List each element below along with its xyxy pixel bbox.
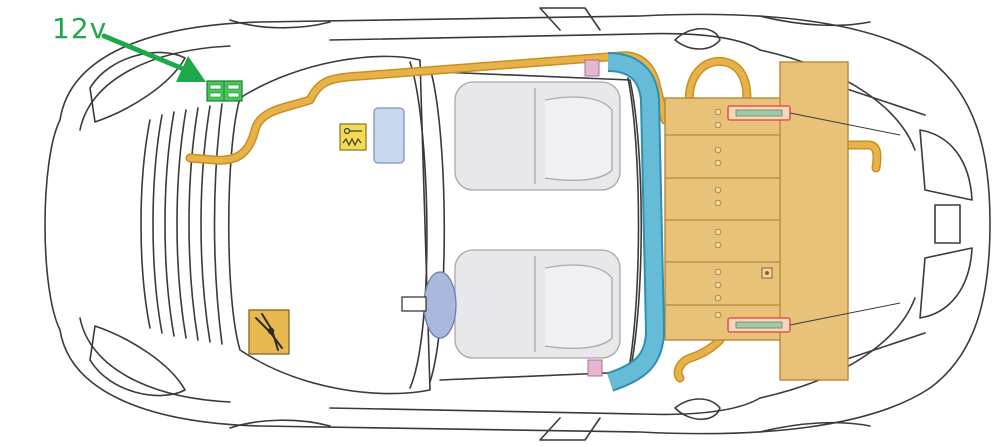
front-blue-panel: [373, 107, 405, 164]
seats: [401, 81, 621, 359]
rear-cover-line-2: [759, 297, 916, 399]
rear-diffuser: [934, 204, 961, 244]
hood-vent-7: [213, 103, 223, 345]
battery-modules: [664, 97, 784, 341]
arrow-head: [176, 56, 206, 82]
bulkhead-line-1: [627, 77, 640, 375]
windshield-frame-inner: [429, 67, 446, 383]
hood-vent-1: [140, 119, 151, 329]
hood-vent-6: [200, 105, 211, 343]
hood-vent-2: [152, 114, 163, 334]
marker-pink-top: [584, 59, 600, 77]
hv-cable-hook: [842, 142, 880, 171]
fuse-box-icon: [206, 80, 243, 102]
door-line-top: [329, 32, 761, 51]
headlight-bottom: [89, 325, 186, 397]
hv-service-disconnect-icon: [339, 123, 367, 151]
cabin-outline: [439, 71, 643, 381]
rear-cover-line-1: [759, 49, 916, 151]
wheel-arch-fr: [759, 15, 871, 27]
door-line-bottom: [329, 397, 761, 416]
arrow-icon: [101, 33, 189, 73]
battery-rear-module: [779, 61, 849, 381]
hv-cables: [185, 51, 882, 383]
mirror-top: [539, 7, 601, 31]
wheel-arch-rl: [229, 419, 331, 429]
taillight-bottom: [919, 247, 973, 319]
intake-bottom: [674, 398, 721, 421]
battery-strap-leaders: [789, 112, 901, 326]
hood-vent-5: [188, 107, 199, 341]
hood-panel: [227, 55, 431, 395]
battery-bolts: [714, 108, 722, 319]
front-bumper-line: [79, 45, 231, 403]
intake-top: [674, 27, 721, 50]
battery-strap-top: [727, 105, 791, 121]
steering-column: [401, 296, 427, 312]
taillight-top: [919, 129, 973, 201]
wheel-arch-rr: [759, 421, 871, 433]
coolant-line: [606, 52, 665, 392]
hv-cable-lower: [675, 337, 723, 381]
marker-pink-bottom: [587, 359, 603, 377]
battery-dividers: [665, 134, 783, 306]
battery-strap-bottom: [727, 317, 791, 333]
hood-vent-4: [176, 109, 187, 339]
steering-wheel: [423, 271, 457, 339]
battery-pack: [664, 61, 901, 381]
annotation-12v: 12v: [52, 12, 206, 82]
label-12v: 12v: [52, 12, 107, 45]
hv-cable-main: [187, 52, 668, 164]
body-outline: [44, 13, 991, 435]
wheel-arch-fl: [229, 19, 331, 29]
seat-bottom: [454, 249, 621, 359]
hood-vent-3: [164, 111, 175, 337]
mirror-bottom: [539, 417, 601, 441]
hv-cable-loop: [686, 58, 750, 115]
cutting-tool-icon: [248, 309, 290, 355]
headlight-top: [89, 51, 186, 123]
seat-top: [454, 81, 621, 191]
windshield-frame: [409, 61, 428, 389]
